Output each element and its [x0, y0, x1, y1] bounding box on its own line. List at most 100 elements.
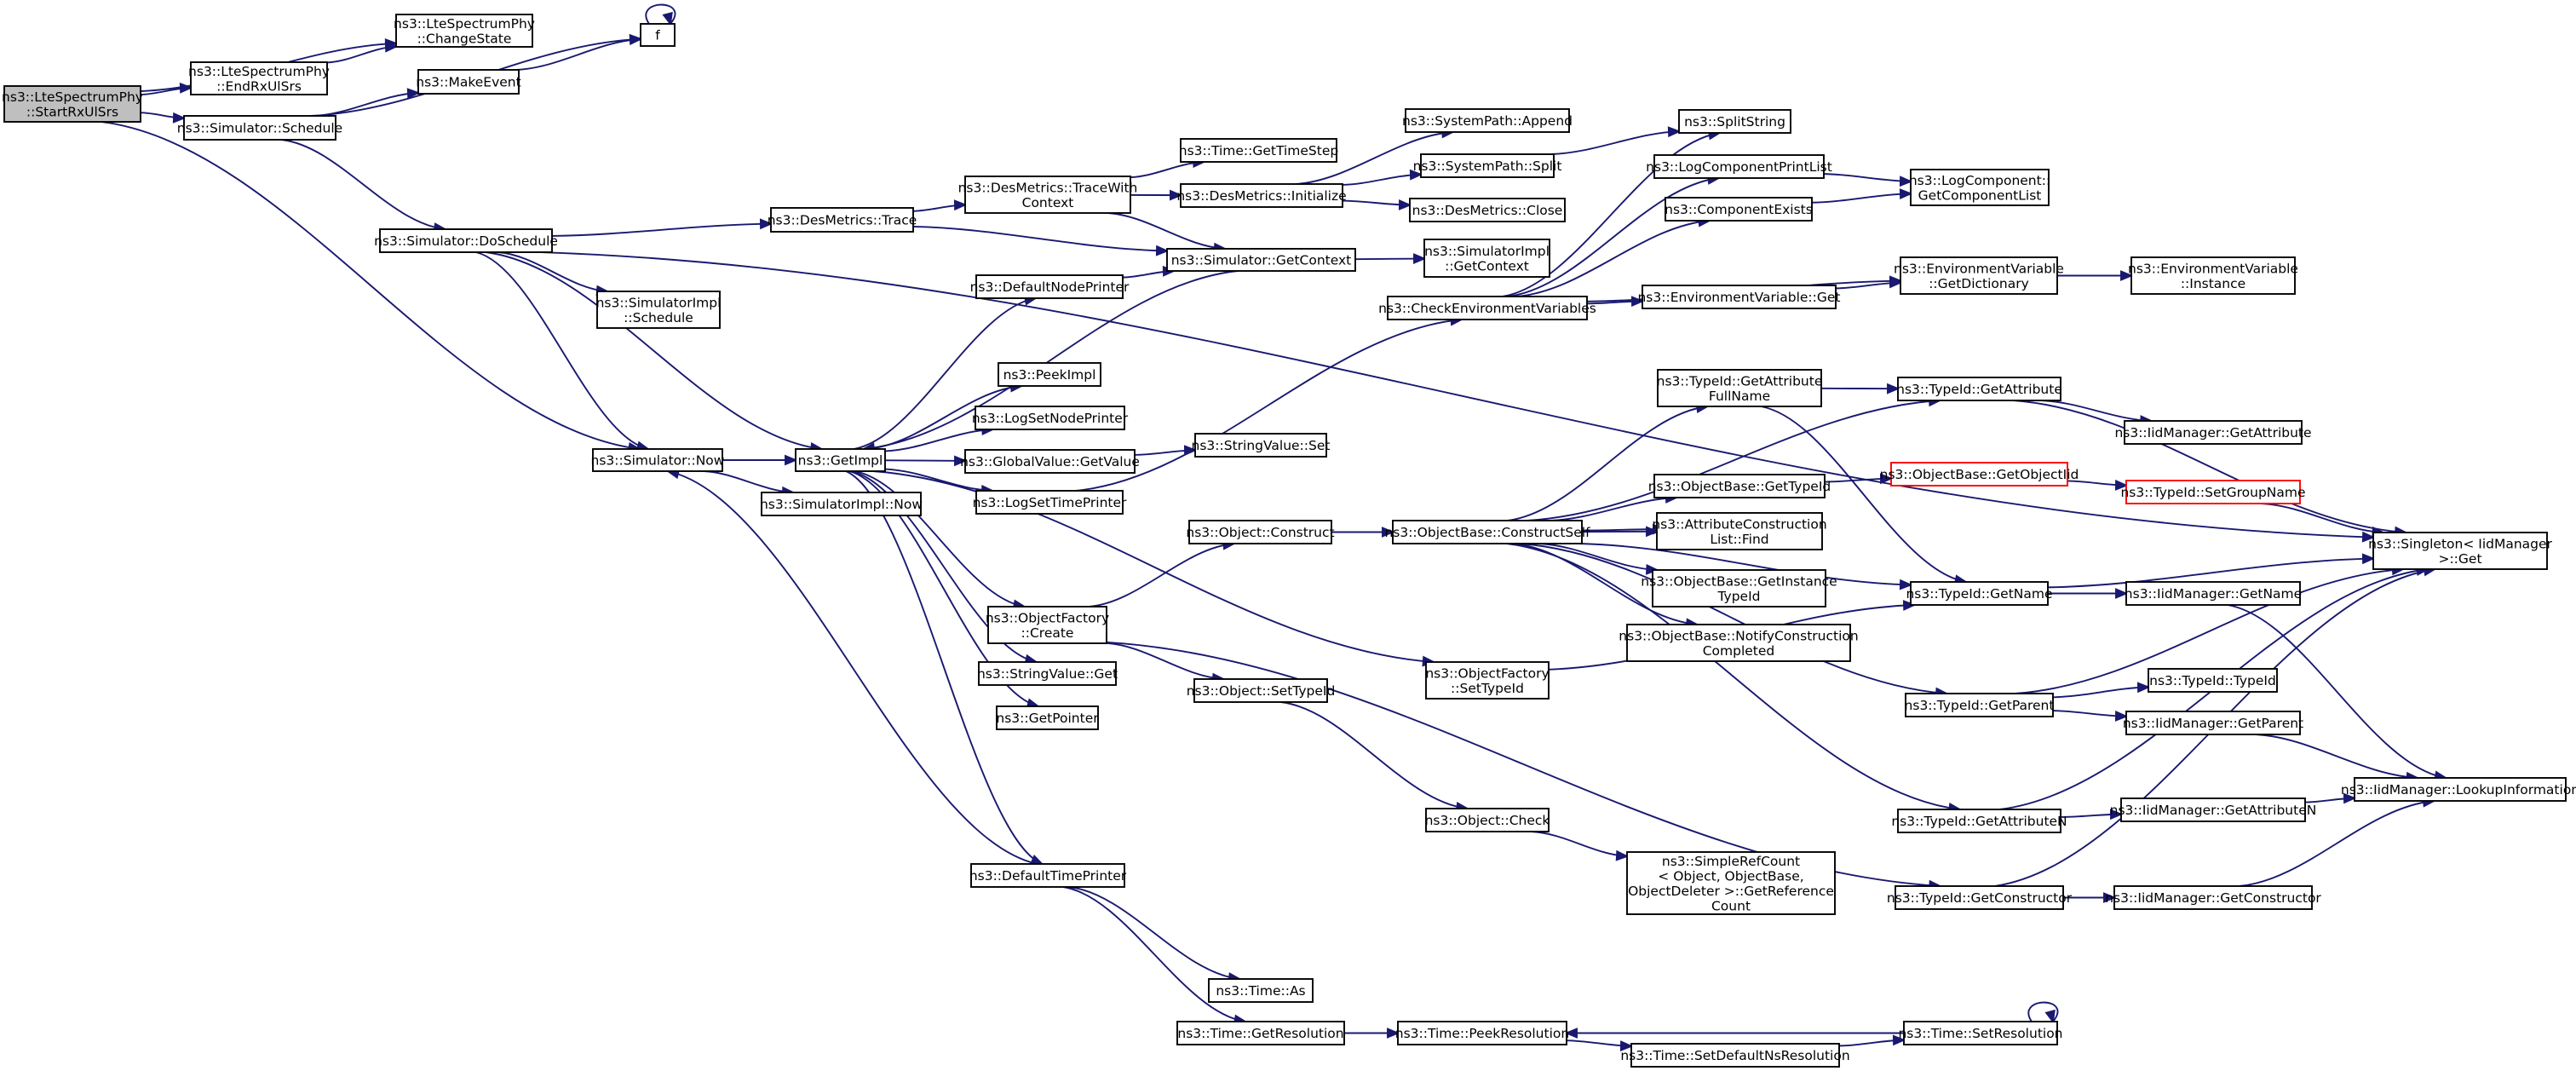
- node-ns3-simulator-doschedule[interactable]: ns3::Simulator::DoSchedule: [374, 228, 558, 253]
- node-label: ns3::DesMetrics::Close: [1412, 203, 1563, 218]
- call-edge: [1551, 126, 1682, 155]
- node-ns3-getimpl[interactable]: ns3::GetImpl: [795, 448, 886, 472]
- node-ns3-stringvalue-set[interactable]: ns3::StringValue::Set: [1192, 433, 1331, 458]
- node-box: [1193, 678, 1328, 703]
- node-ns3-stringvalue-get[interactable]: ns3::StringValue::Get: [977, 661, 1118, 686]
- node-ns3-desmetrics-initialize[interactable]: ns3::DesMetrics::Initialize: [1176, 183, 1347, 208]
- node-ns3-systempath-append[interactable]: ns3::SystemPath::Append: [1402, 108, 1573, 133]
- call-edge: [1507, 402, 1710, 521]
- node-ns3-objectbase-gettypeid[interactable]: ns3::ObjectBase::GetTypeId: [1648, 474, 1831, 498]
- node-ns3-ltespectrumphy-changestate[interactable]: ns3::LteSpectrumPhy::ChangeState: [394, 14, 535, 48]
- node-ns3-iidmanager-getattributen[interactable]: ns3::IidManager::GetAttributeN: [2110, 797, 2317, 822]
- node-ns3-simulator-getcontext[interactable]: ns3::Simulator::GetContext: [1166, 248, 1356, 272]
- node-ns3-logsettimeprinter[interactable]: ns3::LogSetTimePrinter: [973, 490, 1127, 515]
- node-ns3-defaultnodeprinter[interactable]: ns3::DefaultNodePrinter: [970, 274, 1130, 299]
- node-box: [1166, 248, 1356, 272]
- node-ns3-iidmanager-getattribute[interactable]: ns3::IidManager::GetAttribute: [2114, 420, 2312, 445]
- node-ns3-componentexists[interactable]: ns3::ComponentExists: [1665, 197, 1813, 222]
- arrowhead: [2361, 553, 2376, 565]
- node-ns3-objectfactory-settypeid[interactable]: ns3::ObjectFactory::SetTypeId: [1425, 661, 1550, 700]
- arrowhead: [954, 455, 968, 467]
- call-edge: [551, 218, 773, 237]
- node-box: [592, 448, 723, 472]
- node-ns3-globalvalue-getvalue[interactable]: ns3::GlobalValue::GetValue: [960, 449, 1140, 474]
- arrowhead: [1170, 189, 1183, 201]
- node-ns3-environmentvariable-getdictionary[interactable]: ns3::EnvironmentVariable::GetDictionary: [1894, 256, 2064, 295]
- node-ns3-typeid-getname[interactable]: ns3::TypeId::GetName: [1906, 581, 2053, 606]
- node-ns3-simulator-schedule[interactable]: ns3::Simulator::Schedule: [177, 115, 342, 141]
- node-ns3-simulatorimpl-schedule[interactable]: ns3::SimulatorImpl::Schedule: [596, 291, 722, 329]
- call-edge: [2052, 682, 2151, 699]
- arrowhead: [1409, 169, 1423, 181]
- node-ns3-time-getresolution[interactable]: ns3::Time::GetResolution: [1176, 1021, 1345, 1045]
- node-ns3-checkenvironmentvariables[interactable]: ns3::CheckEnvironmentVariables: [1378, 296, 1596, 320]
- node-ns3-time-gettimestep[interactable]: ns3::Time::GetTimeStep: [1179, 138, 1338, 163]
- node-f[interactable]: f: [640, 23, 676, 47]
- node-ns3-logcomponent-getcomponentlist[interactable]: ns3::LogComponent::GetComponentList: [1909, 169, 2050, 206]
- node-ns3-logsetnodeprinter[interactable]: ns3::LogSetNodePrinter: [972, 406, 1129, 430]
- node-ns3-peekimpl[interactable]: ns3::PeekImpl: [998, 362, 1101, 387]
- node-ns3-singleton-iidmanager-get[interactable]: ns3::Singleton< IidManager>::Get: [2368, 532, 2553, 570]
- node-ns3-systempath-split[interactable]: ns3::SystemPath::Split: [1413, 153, 1562, 178]
- node-ns3-logcomponentprintlist[interactable]: ns3::LogComponentPrintList: [1646, 154, 1832, 179]
- node-ns3-getpointer[interactable]: ns3::GetPointer: [996, 705, 1099, 730]
- call-edge: [1089, 538, 1236, 607]
- node-label: ns3::SystemPath::Split: [1413, 158, 1562, 174]
- node-ns3-object-check[interactable]: ns3::Object::Check: [1425, 808, 1550, 832]
- node-ns3-makeevent[interactable]: ns3::MakeEvent: [416, 69, 521, 95]
- node-ns3-iidmanager-getconstructor[interactable]: ns3::IidManager::GetConstructor: [2105, 885, 2321, 910]
- node-box: [978, 661, 1117, 686]
- node-ns3-simulatorimpl-getcontext[interactable]: ns3::SimulatorImpl::GetContext: [1423, 239, 1550, 278]
- node-box: [795, 448, 886, 472]
- node-ns3-simulator-now[interactable]: ns3::Simulator::Now: [591, 448, 725, 472]
- node-label: ns3::Simulator::Now: [591, 453, 725, 469]
- node-ns3-simulatorimpl-now[interactable]: ns3::SimulatorImpl::Now: [760, 492, 923, 516]
- node-ns3-iidmanager-lookupinformation[interactable]: ns3::IidManager::LookupInformation: [2341, 777, 2576, 802]
- node-ns3-ltespectrumphy-startrxulsrs[interactable]: ns3::LteSpectrumPhy::StartRxUlSrs: [2, 85, 143, 123]
- node-ns3-typeid-getattributen[interactable]: ns3::TypeId::GetAttributeN: [1891, 809, 2067, 833]
- node-ns3-objectbase-getobjectiid[interactable]: ns3::ObjectBase::GetObjectIid: [1880, 462, 2079, 487]
- node-ns3-time-as[interactable]: ns3::Time::As: [1208, 978, 1314, 1003]
- node-box: [1657, 369, 1822, 407]
- node-ns3-iidmanager-getparent[interactable]: ns3::IidManager::GetParent: [2123, 711, 2303, 735]
- node-box: [1630, 1043, 1840, 1068]
- node-ns3-object-construct[interactable]: ns3::Object::Construct: [1186, 520, 1335, 544]
- node-box: [1897, 809, 2061, 833]
- node-ns3-time-peekresolution[interactable]: ns3::Time::PeekResolution: [1395, 1021, 1569, 1045]
- node-ns3-desmetrics-trace[interactable]: ns3::DesMetrics::Trace: [768, 207, 917, 233]
- node-ns3-typeid-getconstructor[interactable]: ns3::TypeId::GetConstructor: [1887, 885, 2073, 910]
- node-ns3-ltespectrumphy-endrxulsrs[interactable]: ns3::LteSpectrumPhy::EndRxUlSrs: [188, 61, 330, 95]
- node-label: ns3::ObjectBase::ConstructSelf: [1384, 525, 1590, 540]
- node-ns3-simplerefcount-object-objectbase-objectdeleter-getreference-count[interactable]: ns3::SimpleRefCount< Object, ObjectBase,…: [1626, 851, 1836, 915]
- node-label: ns3::Time::SetDefaultNsResolution: [1620, 1048, 1849, 1063]
- call-edge: [326, 41, 399, 64]
- call-edge: [2052, 710, 2129, 722]
- node-ns3-desmetrics-close[interactable]: ns3::DesMetrics::Close: [1409, 198, 1566, 222]
- node-label: ::GetDictionary: [1929, 276, 2029, 291]
- node-ns3-object-settypeid[interactable]: ns3::Object::SetTypeId: [1187, 678, 1336, 703]
- node-label: ns3::LteSpectrumPhy: [188, 64, 330, 79]
- node-ns3-time-setdefaultnsresolution[interactable]: ns3::Time::SetDefaultNsResolution: [1620, 1043, 1850, 1068]
- node-ns3-time-setresolution[interactable]: ns3::Time::SetResolution: [1898, 1021, 2063, 1045]
- node-ns3-typeid-getattribute[interactable]: ns3::TypeId::GetAttribute: [1896, 377, 2062, 401]
- edges-layer: [101, 3, 2448, 1052]
- node-ns3-objectbase-notifyconstruction-completed[interactable]: ns3::ObjectBase::NotifyConstructionCompl…: [1619, 624, 1859, 662]
- node-label: ns3::SimpleRefCount: [1662, 854, 1800, 869]
- node-ns3-typeid-typeid[interactable]: ns3::TypeId::TypeId: [2148, 668, 2278, 693]
- node-ns3-typeid-getparent[interactable]: ns3::TypeId::GetParent: [1905, 693, 2055, 717]
- node-ns3-environmentvariable-get[interactable]: ns3::EnvironmentVariable::Get: [1637, 285, 1841, 309]
- node-ns3-iidmanager-getname[interactable]: ns3::IidManager::GetName: [2125, 581, 2302, 606]
- node-box: [2120, 797, 2306, 822]
- node-ns3-objectbase-constructself[interactable]: ns3::ObjectBase::ConstructSelf: [1384, 520, 1590, 544]
- node-ns3-objectfactory-create[interactable]: ns3::ObjectFactory::Create: [986, 606, 1109, 644]
- node-ns3-splitstring[interactable]: ns3::SplitString: [1678, 109, 1791, 134]
- node-ns3-environmentvariable-instance[interactable]: ns3::EnvironmentVariable::Instance: [2128, 256, 2298, 295]
- node-box: [1642, 285, 1837, 309]
- node-label: ns3::Simulator::GetContext: [1171, 253, 1352, 268]
- node-ns3-typeid-setgroupname[interactable]: ns3::TypeId::SetGroupName: [2120, 480, 2306, 504]
- node-ns3-defaulttimeprinter[interactable]: ns3::DefaultTimePrinter: [969, 863, 1127, 888]
